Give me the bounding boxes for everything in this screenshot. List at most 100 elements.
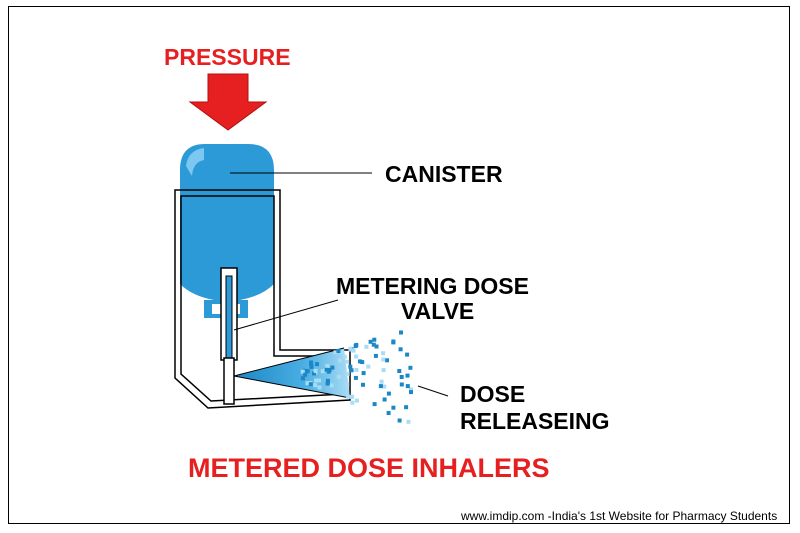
spray-particle: [364, 344, 369, 349]
dose-release-label-line2: RELEASEING: [460, 408, 610, 434]
spray-particle: [336, 374, 341, 379]
metering-valve-label-line1: METERING DOSE: [336, 273, 529, 299]
spray-particle: [361, 382, 365, 387]
spray-particle: [348, 346, 353, 351]
spray-particle: [405, 384, 410, 389]
spray-particle: [350, 400, 355, 405]
spray-particle: [314, 378, 318, 383]
spray-particle: [325, 364, 330, 369]
dose-leader-line: [417, 385, 449, 397]
arrow-down-icon: [188, 73, 268, 131]
spray-particle: [397, 418, 402, 423]
spray-particle: [325, 378, 330, 383]
spray-particle: [372, 402, 377, 407]
spray-particle: [360, 360, 365, 365]
spray-particle: [399, 375, 404, 379]
spray-particle: [300, 376, 305, 381]
spray-particle: [408, 387, 413, 392]
spray-particle: [382, 384, 387, 389]
spray-particle: [313, 368, 318, 373]
spray-particle: [353, 375, 358, 380]
spray-particle: [381, 357, 386, 362]
spray-particle: [313, 383, 318, 388]
spray-particle: [379, 379, 384, 384]
spray-particle: [345, 382, 350, 387]
spray-particle: [342, 354, 347, 359]
spray-particle: [373, 353, 378, 358]
spray-particle: [339, 350, 344, 355]
spray-particle: [351, 348, 356, 353]
spray-particle: [315, 362, 319, 367]
spray-particle: [305, 369, 310, 374]
spray-particle: [317, 385, 322, 390]
pressure-label: PRESSURE: [164, 44, 291, 70]
spray-particle: [397, 369, 402, 373]
spray-particle: [404, 405, 409, 410]
footer-credit: www.imdip.com -India's 1st Website for P…: [461, 509, 778, 523]
spray-particle: [409, 390, 413, 395]
spray-particle: [366, 364, 371, 369]
spray-particle: [309, 364, 314, 369]
spray-particle: [325, 381, 330, 386]
spray-particle: [309, 361, 314, 366]
spray-particle: [368, 339, 373, 344]
spray-particle: [361, 371, 366, 376]
spray-particle: [385, 358, 389, 363]
spray-particle: [345, 359, 350, 364]
canister-label: CANISTER: [385, 161, 503, 187]
spray-particle: [398, 347, 403, 352]
spray-particle: [300, 369, 305, 374]
spray-particle: [374, 344, 379, 349]
spray-particle: [349, 368, 354, 373]
spray-particle: [336, 349, 341, 353]
spray-particle: [312, 371, 316, 376]
spray-particle: [406, 419, 411, 424]
diagram-title: METERED DOSE INHALERS: [188, 453, 550, 483]
spray-particle: [358, 359, 362, 364]
spray-particle: [338, 358, 342, 363]
spray-particle: [391, 405, 396, 410]
spray-particle: [329, 383, 334, 388]
spray-particle: [354, 368, 359, 372]
spray-particles: [300, 330, 413, 424]
spray-particle: [345, 371, 350, 376]
spray-particle: [308, 382, 313, 387]
spray-particle: [345, 394, 350, 399]
spray-particle: [317, 378, 321, 383]
spray-particle: [348, 394, 353, 399]
spray-particle: [333, 350, 338, 355]
spray-particle: [353, 344, 358, 348]
spray-particle: [405, 352, 410, 357]
metering-valve-label-line2: VALVE: [401, 298, 475, 324]
spray-particle: [399, 330, 403, 335]
valve-stem-inner: [225, 275, 233, 359]
spray-particle: [408, 365, 413, 370]
spray-cone-edge-top: [233, 347, 345, 377]
spray-particle: [371, 342, 376, 347]
spray-particle: [354, 398, 359, 403]
spray-particle: [320, 369, 325, 374]
spray-particle: [372, 337, 377, 342]
valve-leader-line: [233, 299, 339, 331]
spray-particle: [405, 373, 410, 378]
spray-cone-edge-bottom: [233, 375, 351, 399]
spray-particle: [330, 365, 335, 370]
spray-particle: [386, 391, 391, 396]
nozzle-block: [223, 357, 235, 405]
canister-body: [180, 144, 274, 300]
spray-particle: [399, 382, 404, 387]
spray-particle: [303, 372, 308, 377]
spray-particle: [386, 411, 391, 415]
spray-particle: [378, 384, 383, 389]
spray-particle: [354, 354, 359, 359]
spray-particle: [324, 367, 329, 372]
diagram-border: [8, 6, 790, 524]
dose-release-label-line1: DOSE: [460, 381, 526, 407]
spray-particle: [327, 368, 332, 372]
canister-highlight: [186, 148, 204, 176]
spray-particle: [382, 397, 387, 402]
actuator-housing-outer: [174, 189, 351, 409]
spray-particle: [381, 368, 386, 373]
